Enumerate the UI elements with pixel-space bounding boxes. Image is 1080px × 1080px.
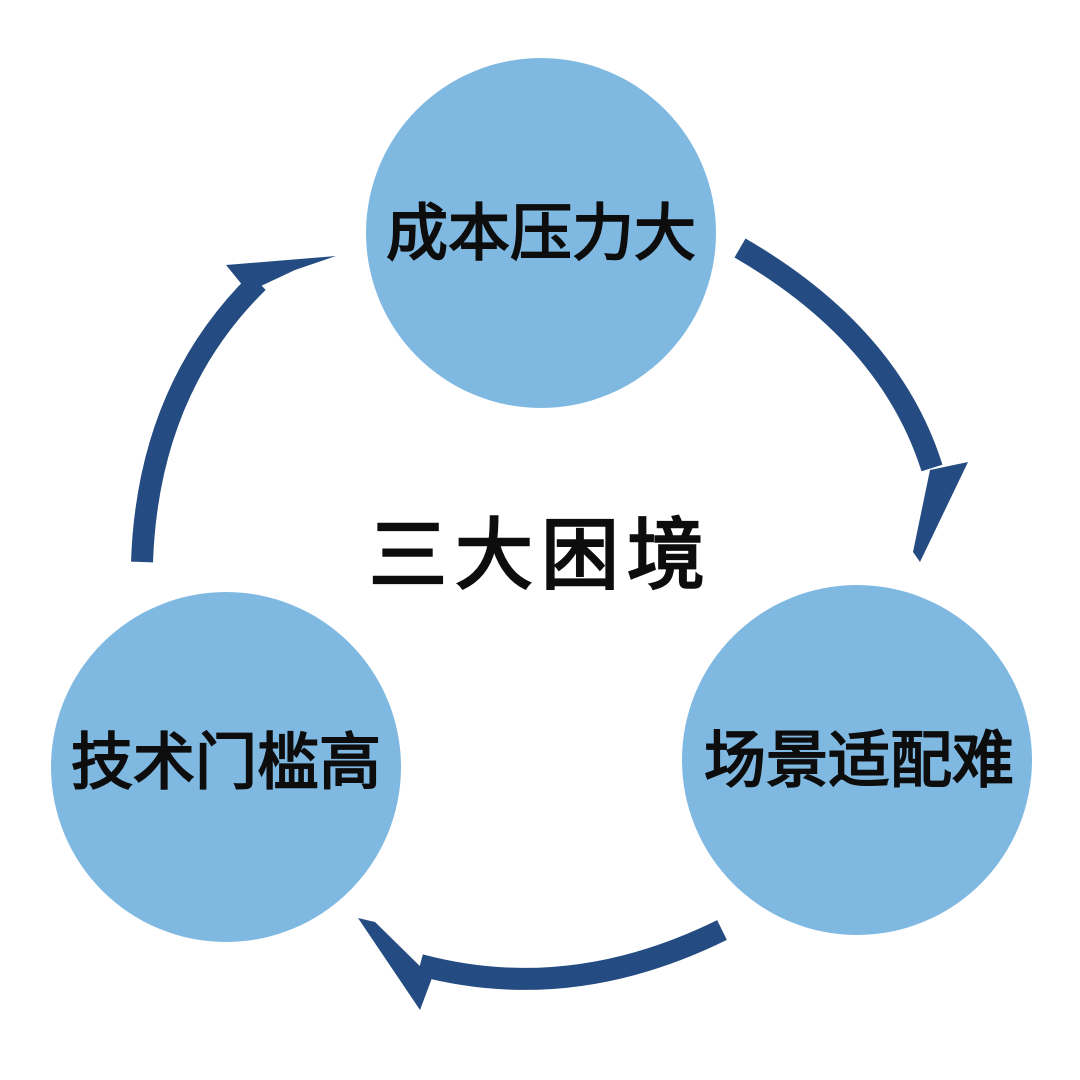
arrow-shaft: [734, 238, 943, 472]
cycle-arrow-tech-to-cost: [131, 256, 336, 563]
cycle-arrow-cost-to-scene: [734, 238, 968, 562]
node-circle-cost: [366, 58, 716, 408]
arrow-shaft: [131, 274, 266, 563]
arrow-head: [226, 256, 336, 292]
node-label-cost: 成本压力大: [386, 197, 696, 270]
arrow-shaft: [417, 920, 727, 990]
node-circle-scene: [682, 585, 1032, 935]
node-label-scene: 场景适配难: [704, 724, 1014, 797]
center-title: 三大困境: [369, 511, 713, 601]
node-label-tech: 技术门槛高: [71, 726, 381, 799]
cycle-arrow-scene-to-tech: [358, 918, 727, 1010]
arrow-head: [358, 918, 432, 1010]
arrow-head: [913, 462, 968, 562]
node-circle-tech: [51, 592, 401, 942]
